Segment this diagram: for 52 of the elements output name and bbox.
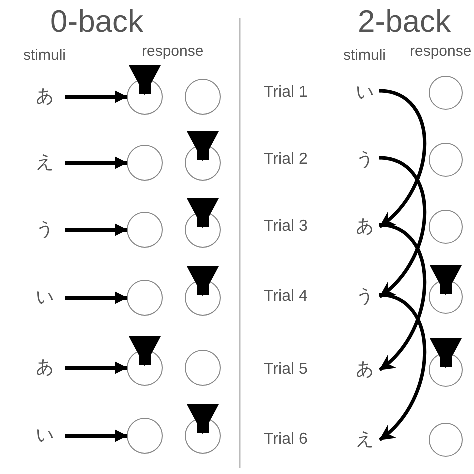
kana-character: い	[353, 81, 377, 105]
trial-label: Trial 5	[264, 362, 308, 378]
curved-arrow	[378, 223, 427, 372]
response-circle	[127, 212, 163, 248]
trial-label: Trial 1	[264, 85, 308, 101]
response-circle	[429, 76, 463, 110]
response-circle	[127, 280, 163, 316]
panel-title: 2-back	[358, 6, 452, 37]
panel-title: 0-back	[50, 6, 144, 37]
column-header: stimuli	[344, 48, 386, 63]
arrow	[65, 90, 128, 104]
kana-character: あ	[353, 358, 377, 382]
response-arrow	[188, 266, 218, 296]
response-circle	[127, 418, 163, 454]
kana-character: え	[353, 428, 377, 452]
kana-character: い	[33, 424, 57, 448]
response-arrow	[130, 336, 160, 366]
arrow	[65, 430, 128, 442]
kana-character: あ	[353, 215, 377, 239]
response-circle	[429, 423, 463, 457]
kana-character: う	[353, 148, 377, 172]
response-circle	[429, 210, 463, 244]
response-circle	[185, 350, 221, 386]
curved-arrow	[378, 89, 427, 228]
response-arrow	[431, 338, 461, 368]
kana-character: え	[33, 151, 57, 175]
response-arrow	[431, 266, 461, 296]
column-header: stimuli	[24, 48, 66, 63]
response-circle	[429, 143, 463, 177]
trial-label: Trial 6	[264, 432, 308, 448]
trial-label: Trial 4	[264, 289, 308, 305]
trial-label: Trial 2	[264, 152, 308, 168]
response-arrow	[188, 198, 218, 228]
trial-label: Trial 3	[264, 219, 308, 235]
column-header: response	[410, 44, 472, 59]
response-arrow	[188, 132, 218, 162]
response-circle	[127, 145, 163, 181]
arrow	[65, 292, 128, 304]
arrow	[65, 224, 128, 236]
kana-character: あ	[33, 85, 57, 109]
kana-character: い	[33, 286, 57, 310]
kana-character: う	[33, 218, 57, 242]
kana-character: う	[353, 285, 377, 309]
curved-arrow	[378, 156, 427, 298]
kana-character: あ	[33, 356, 57, 380]
arrow	[65, 156, 128, 170]
curved-arrow	[378, 293, 427, 442]
column-header: response	[142, 44, 204, 59]
arrow	[65, 362, 128, 374]
response-arrow	[188, 404, 218, 434]
response-circle	[185, 79, 221, 115]
response-arrow	[130, 66, 160, 96]
